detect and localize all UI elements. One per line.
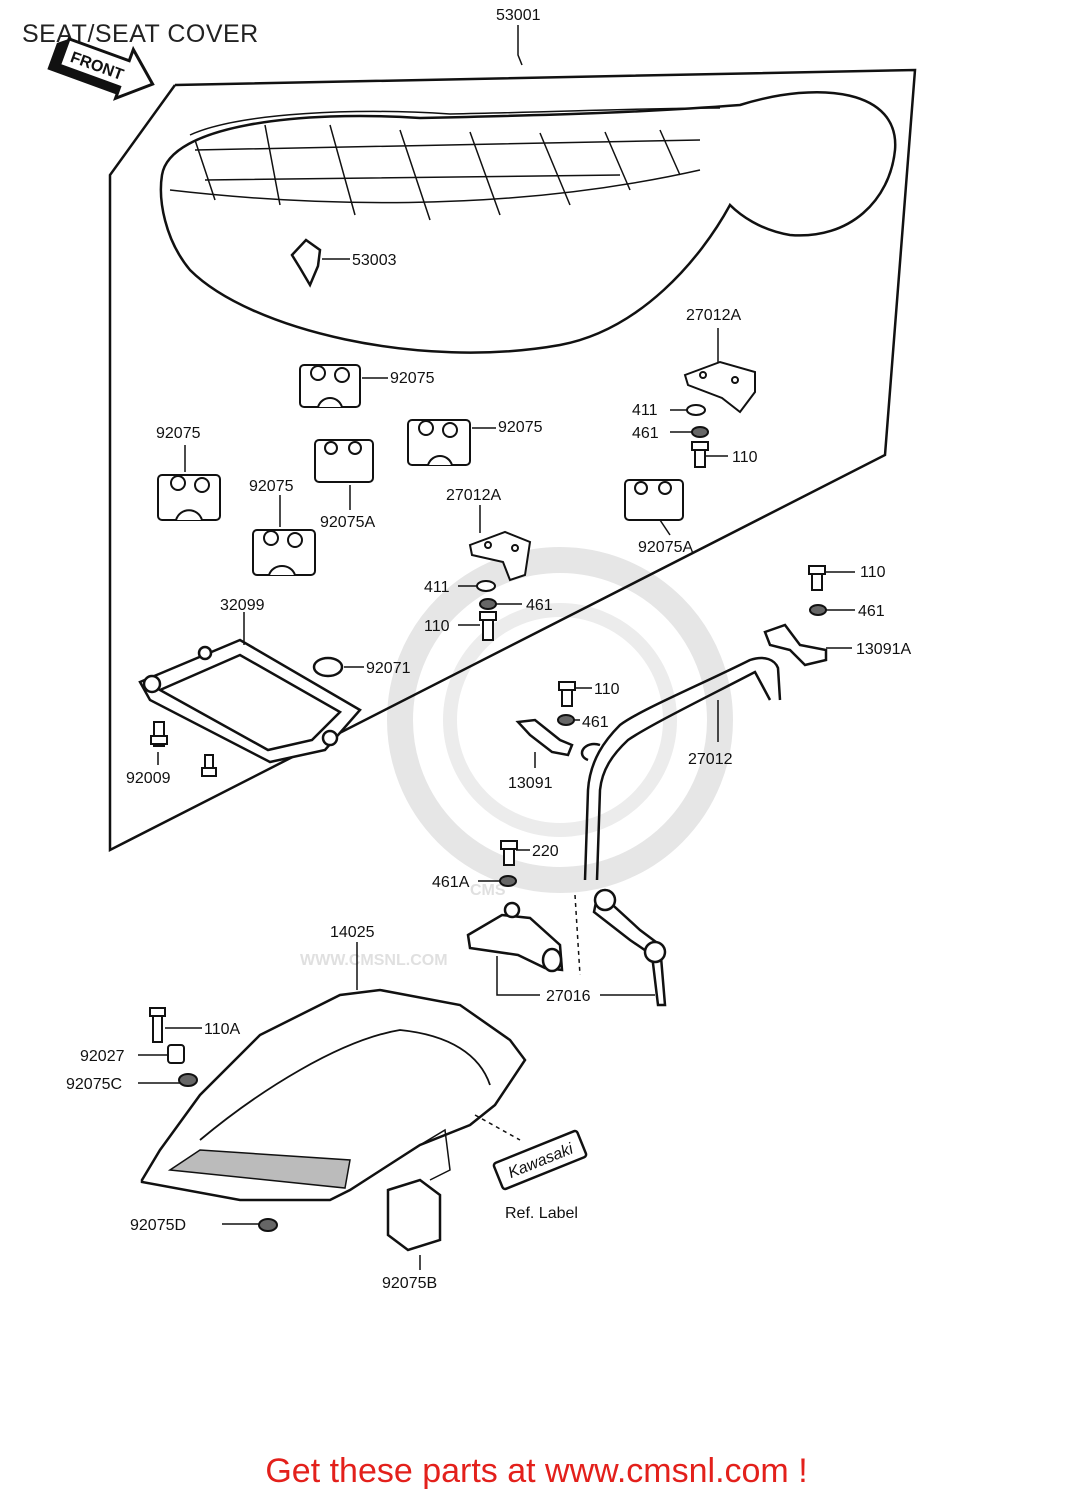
part-92075D: 92075D bbox=[130, 1217, 186, 1234]
brackets bbox=[468, 360, 756, 582]
part-92075C: 92075C bbox=[66, 1076, 122, 1093]
part-27012A-top: 27012A bbox=[686, 307, 741, 324]
seat-lock bbox=[466, 888, 667, 1007]
part-27016: 27016 bbox=[546, 988, 591, 1005]
fasteners bbox=[149, 404, 827, 1232]
part-92075A-a: 92075A bbox=[320, 514, 375, 531]
parts-diagram: CMS WWW.CMSNL.COM FRONT bbox=[47, 7, 917, 1292]
cmsnl-link[interactable]: Get these parts at www.cmsnl.com ! bbox=[265, 1452, 808, 1490]
part-92075B: 92075B bbox=[382, 1275, 437, 1292]
part-27012A-mid: 27012A bbox=[446, 487, 501, 504]
part-461-d: 461 bbox=[582, 714, 609, 731]
part-13091A: 13091A bbox=[856, 641, 911, 658]
watermark-brand: CMS bbox=[470, 882, 506, 899]
part-220: 220 bbox=[532, 843, 559, 860]
part-92009: 92009 bbox=[126, 770, 171, 787]
seat-cover-14025 bbox=[140, 988, 527, 1252]
part-461-b: 461 bbox=[526, 597, 553, 614]
watermark-url: WWW.CMSNL.COM bbox=[300, 952, 448, 969]
part-110-c: 110 bbox=[860, 564, 886, 581]
tray-32099 bbox=[138, 638, 362, 764]
rubber-blocks bbox=[157, 364, 684, 576]
part-411-b: 411 bbox=[424, 579, 450, 596]
lock-rod bbox=[515, 623, 828, 881]
watermark: CMS WWW.CMSNL.COM bbox=[300, 547, 733, 969]
part-92075-a: 92075 bbox=[390, 370, 435, 387]
part-92075A-b: 92075A bbox=[638, 539, 693, 556]
front-arrow: FRONT bbox=[47, 36, 155, 101]
part-32099: 32099 bbox=[220, 597, 265, 614]
part-92075-d: 92075 bbox=[249, 478, 294, 495]
part-27012: 27012 bbox=[688, 751, 733, 768]
kawasaki-label-badge: Kawasaki bbox=[492, 1129, 588, 1191]
part-461-c: 461 bbox=[858, 603, 885, 620]
part-number-labels: 53001 53003 27012A 92075 92075 92075 920… bbox=[66, 7, 911, 1292]
part-92075-b: 92075 bbox=[498, 419, 543, 436]
footer-cta[interactable]: Get these parts at www.cmsnl.com ! bbox=[0, 1452, 1073, 1491]
part-53003: 53003 bbox=[352, 252, 397, 269]
part-110-d: 110 bbox=[594, 681, 620, 698]
part-13091: 13091 bbox=[508, 775, 553, 792]
part-53001: 53001 bbox=[496, 7, 541, 24]
part-92075-c: 92075 bbox=[156, 425, 201, 442]
part-461A: 461A bbox=[432, 874, 470, 891]
part-411-a: 411 bbox=[632, 402, 658, 419]
part-92071: 92071 bbox=[366, 660, 411, 677]
part-110-b: 110 bbox=[424, 618, 450, 635]
group-outline bbox=[108, 68, 917, 853]
seat-assembly bbox=[159, 90, 897, 354]
part-110A: 110A bbox=[204, 1021, 241, 1038]
part-110-a: 110 bbox=[732, 449, 758, 466]
part-14025: 14025 bbox=[330, 924, 375, 941]
part-92027: 92027 bbox=[80, 1048, 125, 1065]
part-461-a: 461 bbox=[632, 425, 659, 442]
ref-label: Ref. Label bbox=[505, 1205, 578, 1222]
